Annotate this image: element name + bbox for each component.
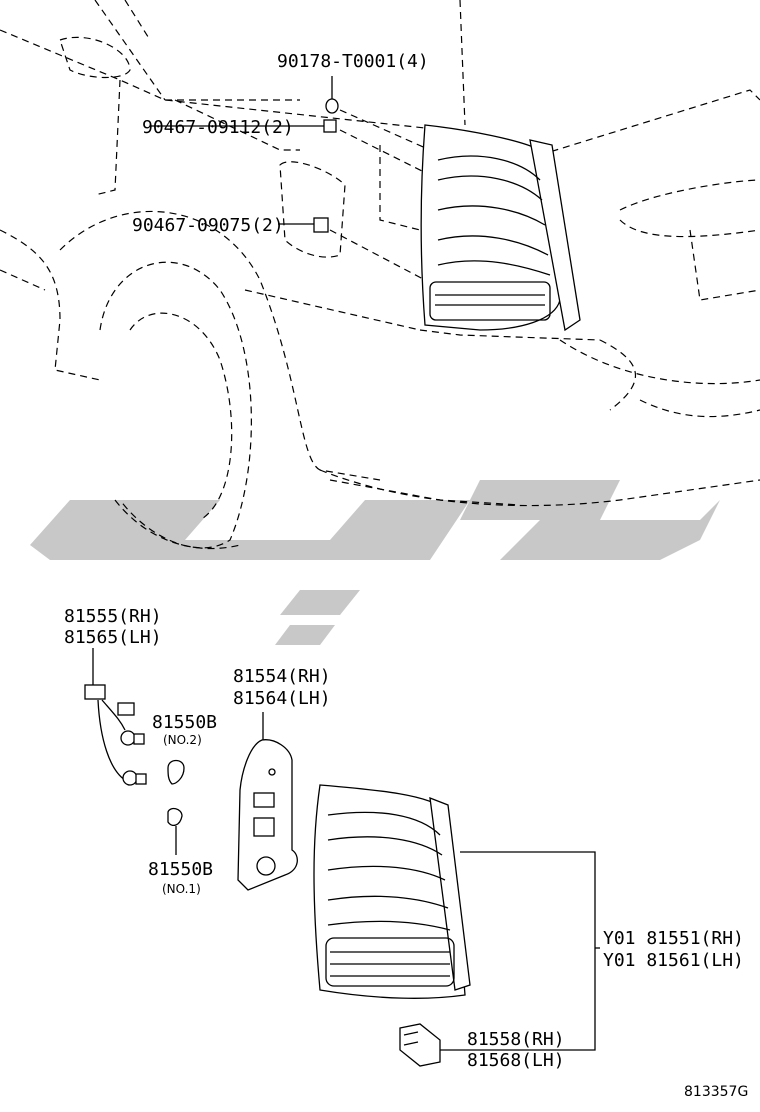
diagram-reference-code: 813357G: [684, 1084, 748, 1100]
label-81568-lh: 81568(LH): [467, 1050, 565, 1071]
label-81555-rh: 81555(RH): [64, 606, 162, 627]
label-81564-lh: 81564(LH): [233, 688, 331, 709]
label-81561-lh: Y01 81561(LH): [603, 950, 744, 971]
clip-90467-09112-icon: [290, 119, 337, 133]
clip-90178-icon: [325, 76, 339, 114]
bulb-no2-icon: [167, 759, 185, 785]
label-81554-rh: 81554(RH): [233, 666, 331, 687]
label-81550b-top: 81550B: [152, 712, 217, 733]
label-81558-rh: 81558(RH): [467, 1029, 565, 1050]
label-90467-09112: 90467-09112(2): [142, 117, 294, 138]
label-90467-09075: 90467-09075(2): [132, 215, 284, 236]
label-no1: (NO.1): [162, 882, 201, 896]
bulb-no1-icon: [167, 807, 183, 855]
label-90178-t0001: 90178-T0001(4): [277, 51, 429, 72]
label-no2: (NO.2): [163, 733, 202, 747]
tail-lamp-installed: [420, 124, 581, 332]
label-81551-rh: Y01 81551(RH): [603, 928, 744, 949]
assembly-guides: [329, 109, 431, 281]
bracket-81558: [399, 1023, 441, 1067]
tail-lamp-assembly: [313, 784, 600, 1051]
label-81550b-bottom: 81550B: [148, 859, 213, 880]
clip-90467-09075-icon: [278, 217, 329, 233]
gasket-81554: [237, 712, 298, 891]
watermark-logo: [30, 480, 720, 645]
socket-wire-assembly: [84, 648, 147, 786]
vehicle-body-outline: [0, 0, 760, 550]
label-81565-lh: 81565(LH): [64, 627, 162, 648]
